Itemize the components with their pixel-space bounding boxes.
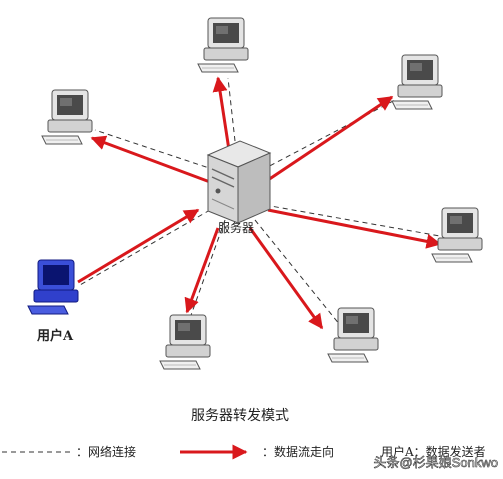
data-flow-to-upper-right	[267, 95, 394, 182]
client-upper-left-pc	[41, 89, 93, 145]
client-right-pc	[431, 207, 483, 263]
client-top-pc	[197, 17, 249, 73]
client-bottom-left-pc	[159, 314, 211, 370]
client-bottom-right-pc	[327, 307, 379, 363]
network-link-right	[264, 204, 441, 237]
client-upper-right-pc	[391, 54, 443, 110]
data-flow-to-bottom-left	[184, 227, 220, 314]
network-links	[79, 77, 441, 326]
data-flow-to-top	[212, 76, 231, 151]
legend-flow-text: ：数据流走向	[262, 444, 334, 459]
network-link-upper-left	[94, 129, 216, 171]
client-user-a-pc	[27, 259, 79, 315]
data-flow-to-bottom-right	[248, 227, 324, 330]
network-link-upper-right	[261, 99, 396, 171]
data-flow-user-a-to-server	[77, 208, 200, 284]
legend-sender-text: 用户A：数据发送者	[381, 444, 486, 459]
watermark: 头条@杉果娘Sonkwo	[374, 455, 498, 470]
data-flow-to-right	[267, 208, 442, 249]
network-link-user-a	[79, 209, 211, 286]
server	[206, 140, 272, 224]
user-a-label: 用户A	[36, 328, 74, 344]
network-link-top	[227, 77, 237, 151]
network-link-bottom-right	[254, 219, 341, 326]
server-label: 服务器	[218, 220, 254, 235]
data-flow-arrows	[77, 76, 442, 330]
data-flow-to-upper-left	[90, 135, 211, 184]
legend: ：网络连接 ：数据流走向 用户A：数据发送者	[2, 444, 486, 460]
legend-network-text: ：网络连接	[76, 444, 136, 459]
diagram-caption: 服务器转发模式	[191, 408, 289, 424]
